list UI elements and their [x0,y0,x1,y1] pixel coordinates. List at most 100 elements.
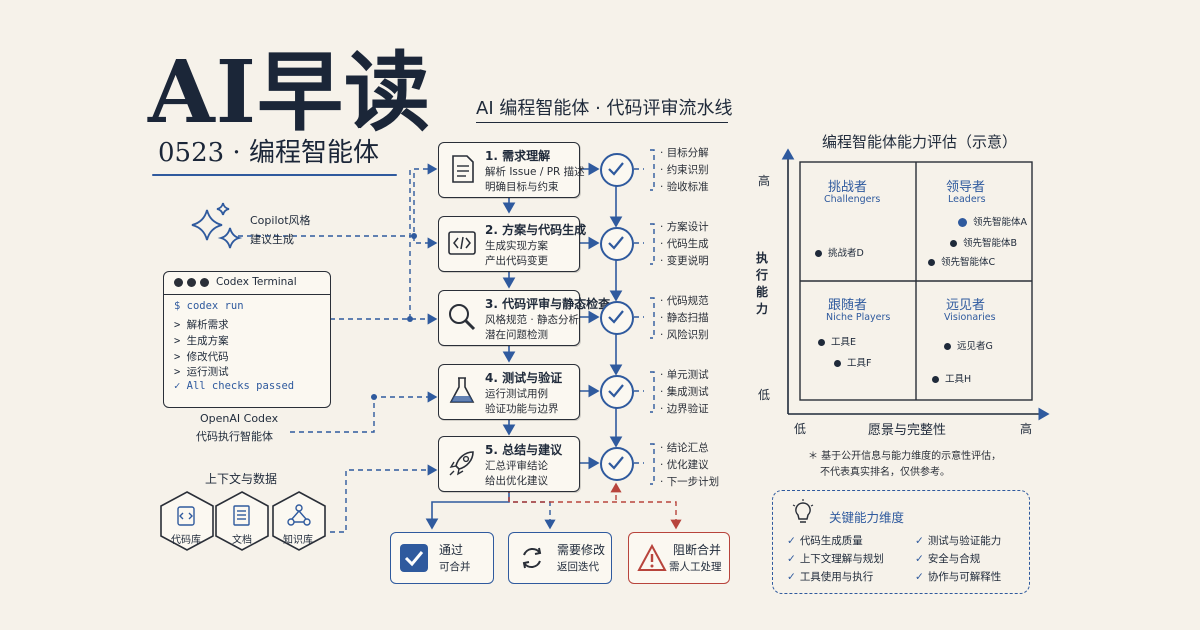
step-title: 4. 测试与验证 [485,371,563,385]
check-circle-icon [600,375,634,409]
copilot-label: Copilot风格 建议生成 [250,212,311,247]
matrix-point: 工具E [818,334,856,348]
key-dimensions-box: 关键能力维度 ✓代码生成质量 ✓测试与验证能力 ✓上下文理解与规划 ✓安全与合规… [772,490,1030,594]
subtitle-underline [152,174,397,176]
outcome-sub: 需人工处理 [669,561,722,573]
copilot-label-line1: Copilot风格 [250,214,311,227]
window-dot-icon [174,278,183,287]
pipeline-title: AI 编程智能体 · 代码评审流水线 [476,98,733,119]
step-4-bullet: · 集成测试 [660,386,709,398]
step-2-bullet: · 变更说明 [660,255,709,267]
outcome-sub: 可合并 [439,561,471,573]
step-line: 明确目标与约束 [485,181,559,193]
dimension-item: ✓代码生成质量 [787,535,863,547]
matrix-point: 工具H [932,371,971,385]
step-5-bullet: · 优化建议 [660,459,709,471]
magnifier-icon [449,304,476,331]
step-line: 给出优化建议 [485,475,548,487]
terminal-line: > 解析需求 [174,319,229,331]
terminal-line: ✓ All checks passed [174,380,295,392]
codex-terminal: Codex Terminal $ codex run > 解析需求 > 生成方案… [163,271,331,408]
quadrant-leaders-sub: Leaders [948,194,986,205]
window-dot-icon [187,278,196,287]
matrix-title: 编程智能体能力评估（示意） [822,133,1018,151]
context-item-docs: 文档 [232,535,252,546]
outcome-title: 阻断合并 [673,543,722,557]
flask-icon [449,377,475,403]
terminal-line: > 修改代码 [174,351,229,363]
terminal-line: > 生成方案 [174,335,229,347]
window-dot-icon [200,278,209,287]
context-item-codebase: 代码库 [171,535,201,546]
dimension-item: ✓协作与可解释性 [915,571,1002,583]
rocket-icon [449,451,474,476]
y-axis-high: 高 [758,174,771,188]
quadrant-niche-sub: Niche Players [826,312,891,323]
copilot-label-line2: 建议生成 [250,233,294,246]
context-title: 上下文与数据 [205,472,278,486]
step-line: 潜在问题检测 [485,329,548,341]
quadrant-visionaries-title: 远见者 [946,298,986,313]
quadrant-leaders-title: 领导者 [946,180,986,195]
step-line: 生成实现方案 [485,240,548,252]
pipeline-step-4: 4. 测试与验证 运行测试用例 验证功能与边界 [438,364,580,420]
step-2-bullet: · 代码生成 [660,238,709,250]
dimension-item: ✓上下文理解与规划 [787,553,884,565]
terminal-line: > 运行测试 [174,366,229,378]
y-axis-low: 低 [758,388,771,402]
step-4-bullet: · 单元测试 [660,369,709,381]
dimension-item: ✓工具使用与执行 [787,571,874,583]
outcome-sub: 返回迭代 [557,561,599,573]
quadrant-challengers-title: 挑战者 [828,180,868,195]
x-axis-high: 高 [1020,422,1033,436]
page-subtitle: 0523 · 编程智能体 [158,138,379,168]
step-line: 解析 Issue / PR 描述 [485,166,585,178]
matrix-point: 远见者G [944,338,993,352]
refresh-icon [522,547,542,569]
context-item-knowledge: 知识库 [283,535,313,546]
lightbulb-icon [792,499,814,523]
matrix-note-2: 不代表真实排名，仅供参考。 [820,467,950,478]
check-circle-icon [600,153,634,187]
matrix-note-1: ＊ 基于公开信息与能力维度的示意性评估， [808,451,1002,462]
document-icon [452,155,474,183]
x-axis-low: 低 [794,422,807,436]
step-1-bullet: · 目标分解 [660,147,709,159]
outcome-revise: 需要修改 返回迭代 [508,532,612,584]
quadrant-challengers-sub: Challengers [824,194,881,205]
quadrant-visionaries-sub: Visionaries [944,312,996,323]
step-line: 验证功能与边界 [485,403,559,415]
step-5-bullet: · 结论汇总 [660,442,709,454]
outcome-title: 需要修改 [557,543,606,557]
check-circle-icon [600,447,634,481]
matrix-point: 挑战者D [815,245,864,259]
terminal-caption-1: OpenAI Codex [200,412,279,425]
step-3-bullet: · 风险识别 [660,329,709,341]
step-1-bullet: · 验收标准 [660,181,709,193]
warning-icon [637,543,667,571]
y-axis-label: 执行能力 [756,251,769,316]
dimension-item: ✓测试与验证能力 [915,535,1002,547]
code-icon [448,231,476,255]
step-5-bullet: · 下一步计划 [660,476,720,488]
quadrant-niche-title: 跟随者 [828,298,868,313]
step-title: 5. 总结与建议 [485,443,563,457]
step-3-bullet: · 静态扫描 [660,312,709,324]
matrix-point: 工具F [834,355,871,369]
matrix-point: 领先智能体C [928,254,995,268]
x-axis-label: 愿景与完整性 [868,423,947,438]
step-1-bullet: · 约束识别 [660,164,709,176]
terminal-caption-2: 代码执行智能体 [196,430,273,443]
step-title: 1. 需求理解 [485,149,551,163]
step-line: 产出代码变更 [485,255,548,267]
pipeline-step-1: 1. 需求理解 解析 Issue / PR 描述 明确目标与约束 [438,142,585,198]
check-circle-icon [600,301,634,335]
step-title: 2. 方案与代码生成 [485,223,587,237]
step-4-bullet: · 边界验证 [660,403,709,415]
check-icon [400,544,428,572]
outcome-pass: 通过 可合并 [390,532,494,584]
step-2-bullet: · 方案设计 [660,221,709,233]
key-dimensions-title: 关键能力维度 [829,510,905,525]
step-title: 3. 代码评审与静态检查 [485,297,611,311]
